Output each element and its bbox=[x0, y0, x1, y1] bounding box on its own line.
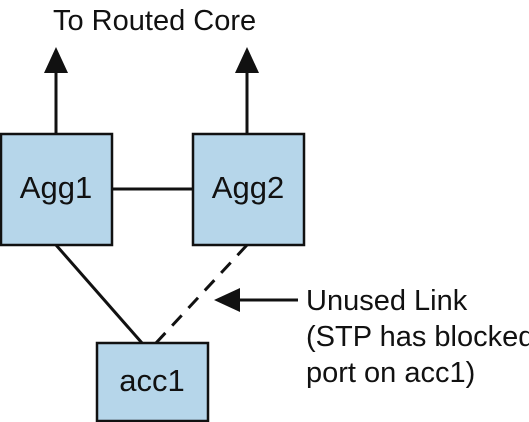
node-agg1-label: Agg1 bbox=[20, 170, 92, 205]
top-label: To Routed Core bbox=[53, 5, 256, 37]
annotation-line2: (STP has blocked bbox=[306, 321, 529, 353]
node-agg2-label: Agg2 bbox=[212, 170, 284, 205]
node-acc1: acc1 bbox=[95, 341, 210, 422]
uplink-arrow-agg2 bbox=[235, 47, 259, 134]
annotation-line3: port on acc1) bbox=[306, 357, 475, 389]
node-agg2: Agg2 bbox=[191, 132, 306, 247]
node-acc1-label: acc1 bbox=[119, 363, 184, 398]
annotation-line1: Unused Link bbox=[306, 285, 468, 317]
annotation-arrow bbox=[214, 288, 298, 312]
node-agg1: Agg1 bbox=[0, 132, 114, 247]
link-agg1-acc1 bbox=[54, 244, 144, 344]
uplink-arrow-agg1 bbox=[44, 47, 68, 134]
